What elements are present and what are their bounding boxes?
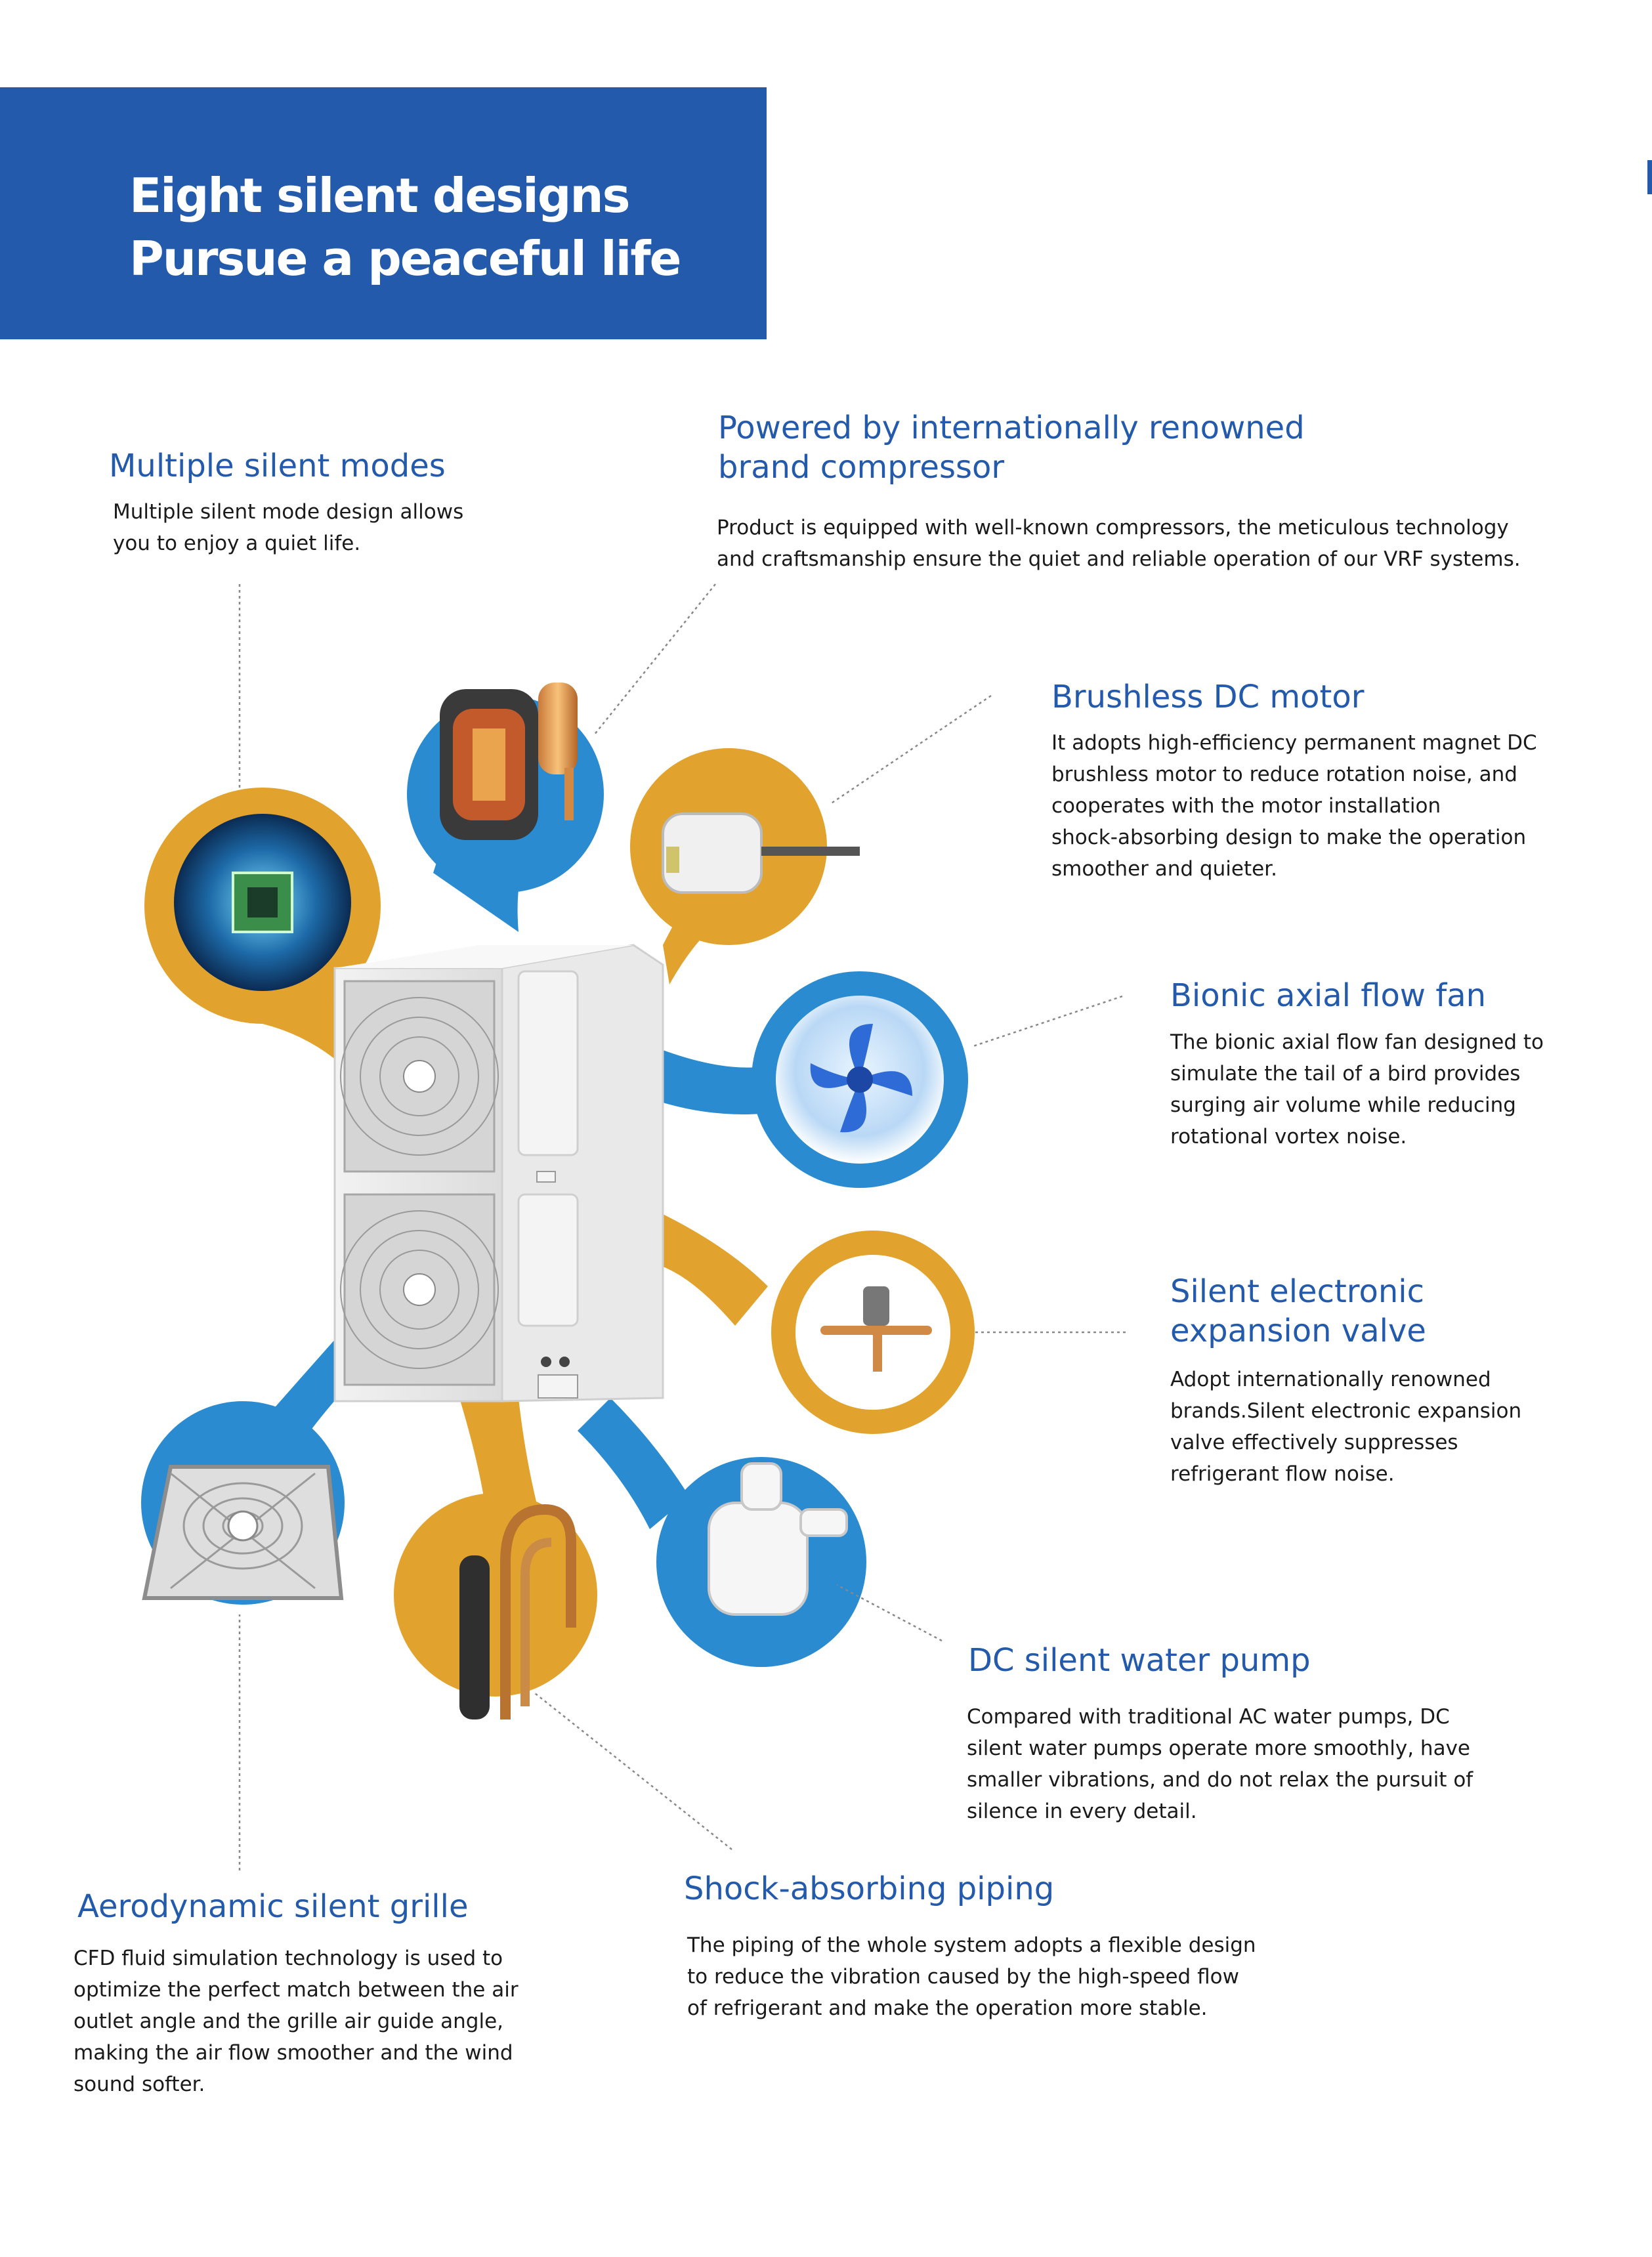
heading-axial-fan: Bionic axial flow fan bbox=[1170, 977, 1487, 1014]
heading-expansion-valve: Silent electronic expansion valve bbox=[1170, 1272, 1426, 1351]
desc-line: smaller vibrations, and do not relax the… bbox=[967, 1768, 1473, 1792]
title-line-1: Eight silent designs bbox=[129, 168, 630, 223]
desc-line: simulate the tail of a bird provides bbox=[1170, 1062, 1521, 1086]
heading-grille: Aerodynamic silent grille bbox=[77, 1888, 469, 1925]
heading-line: Silent electronic bbox=[1170, 1273, 1424, 1310]
petal-valve bbox=[771, 1231, 975, 1434]
desc-line: brushless motor to reduce rotation noise… bbox=[1051, 763, 1517, 786]
desc-line: Compared with traditional AC water pumps… bbox=[967, 1705, 1450, 1729]
desc-line: making the air flow smoother and the win… bbox=[74, 2041, 513, 2065]
heading-water-pump: DC silent water pump bbox=[968, 1642, 1311, 1679]
heading-dc-motor: Brushless DC motor bbox=[1051, 679, 1365, 715]
desc-line: brands.Silent electronic expansion bbox=[1170, 1399, 1522, 1423]
heading-line: Powered by internationally renowned bbox=[718, 410, 1305, 446]
petal-chip bbox=[144, 788, 381, 1024]
desc-line: you to enjoy a quiet life. bbox=[113, 532, 361, 555]
desc-expansion-valve: Adopt internationally renowned brands.Si… bbox=[1170, 1364, 1521, 1490]
desc-line: silence in every detail. bbox=[967, 1800, 1197, 1823]
heading-line: expansion valve bbox=[1170, 1313, 1426, 1349]
desc-line: and craftsmanship ensure the quiet and r… bbox=[717, 547, 1521, 571]
petal-water-pump bbox=[656, 1457, 866, 1667]
desc-line: to reduce the vibration caused by the hi… bbox=[687, 1965, 1239, 1989]
desc-line: The bionic axial flow fan designed to bbox=[1170, 1030, 1544, 1054]
desc-grille: CFD fluid simulation technology is used … bbox=[74, 1943, 519, 2100]
desc-line: It adopts high-efficiency permanent magn… bbox=[1051, 731, 1537, 755]
desc-line: Product is equipped with well-known comp… bbox=[717, 516, 1509, 539]
desc-axial-fan: The bionic axial flow fan designed to si… bbox=[1170, 1026, 1544, 1152]
title-banner bbox=[0, 87, 767, 339]
desc-silent-modes: Multiple silent mode design allows you t… bbox=[113, 496, 463, 559]
desc-line: rotational vortex noise. bbox=[1170, 1125, 1407, 1149]
petal-fan bbox=[752, 971, 968, 1188]
desc-line: optimize the perfect match between the a… bbox=[74, 1978, 519, 2002]
leader-lines bbox=[238, 583, 1126, 1870]
petal-motor bbox=[630, 748, 860, 945]
desc-line: silent water pumps operate more smoothly… bbox=[967, 1737, 1470, 1760]
desc-compressor: Product is equipped with well-known comp… bbox=[717, 512, 1521, 575]
outdoor-unit bbox=[333, 944, 664, 1403]
desc-line: Multiple silent mode design allows bbox=[113, 500, 464, 524]
desc-line: Adopt internationally renowned bbox=[1170, 1368, 1491, 1391]
petal-piping bbox=[394, 1493, 597, 1719]
desc-line: The piping of the whole system adopts a … bbox=[687, 1933, 1256, 1957]
desc-line: valve effectively suppresses bbox=[1170, 1431, 1458, 1454]
edge-marker bbox=[1647, 160, 1652, 194]
desc-line: CFD fluid simulation technology is used … bbox=[74, 1947, 503, 1970]
title-line-2: Pursue a peaceful life bbox=[129, 231, 682, 286]
heading-line: brand compressor bbox=[718, 449, 1005, 486]
petal-grille bbox=[141, 1401, 345, 1605]
desc-line: smoother and quieter. bbox=[1051, 857, 1277, 881]
desc-line: surging air volume while reducing bbox=[1170, 1093, 1516, 1117]
page-title: Eight silent designs Pursue a peaceful l… bbox=[129, 164, 682, 290]
desc-line: sound softer. bbox=[74, 2073, 205, 2096]
desc-line: shock-absorbing design to make the opera… bbox=[1051, 826, 1527, 849]
petal-compressor bbox=[407, 683, 604, 893]
heading-compressor: Powered by internationally renowned bran… bbox=[718, 408, 1305, 487]
desc-water-pump: Compared with traditional AC water pumps… bbox=[967, 1701, 1473, 1827]
desc-piping: The piping of the whole system adopts a … bbox=[687, 1930, 1256, 2024]
heading-silent-modes: Multiple silent modes bbox=[109, 448, 446, 484]
heading-piping: Shock-absorbing piping bbox=[684, 1870, 1055, 1907]
desc-line: outlet angle and the grille air guide an… bbox=[74, 2010, 504, 2033]
desc-dc-motor: It adopts high-efficiency permanent magn… bbox=[1051, 727, 1537, 885]
desc-line: refrigerant flow noise. bbox=[1170, 1462, 1395, 1486]
desc-line: of refrigerant and make the operation mo… bbox=[687, 1996, 1208, 2020]
desc-line: cooperates with the motor installation bbox=[1051, 794, 1441, 818]
